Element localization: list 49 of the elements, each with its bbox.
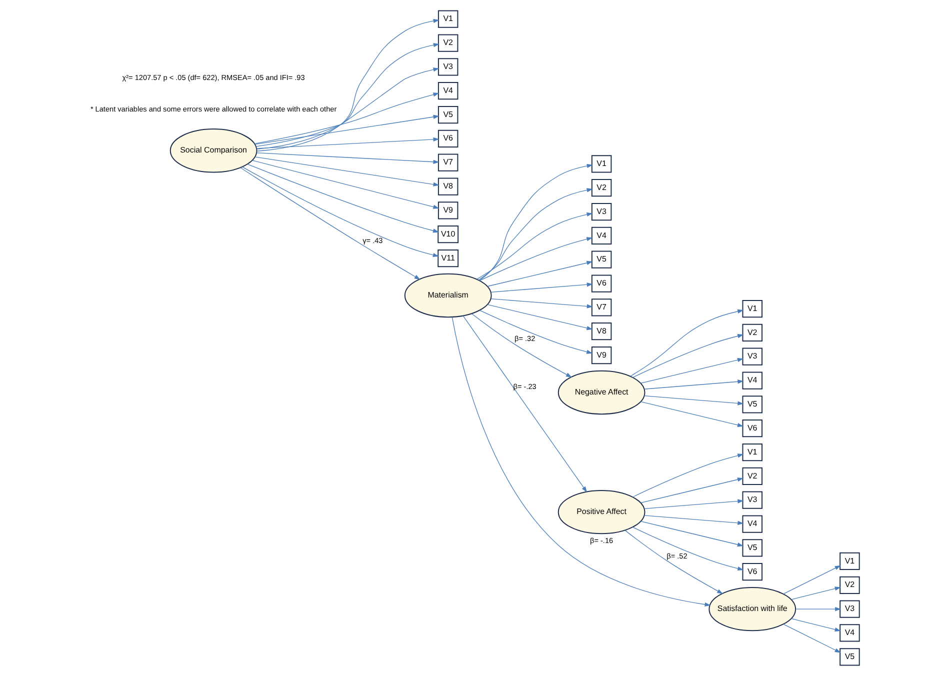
arrow <box>640 401 744 428</box>
label: * Latent variables and some errors were allowed to correlate with each other <box>90 104 337 114</box>
arrow <box>490 298 593 308</box>
arrow <box>640 358 744 384</box>
arrow <box>783 624 841 653</box>
arrow <box>632 454 744 498</box>
arrow <box>462 316 588 492</box>
arrow <box>256 43 440 150</box>
arrow <box>247 164 440 233</box>
arrow <box>640 520 744 547</box>
arrow <box>487 304 593 330</box>
arrow <box>487 260 593 287</box>
arrow <box>478 188 593 280</box>
arrow <box>490 282 593 292</box>
edge-label: β= -.23 <box>513 382 536 392</box>
arrow <box>644 380 744 390</box>
arrow <box>632 334 744 378</box>
arrow <box>256 137 440 149</box>
edge-label: β= .52 <box>666 551 688 560</box>
arrow <box>644 499 744 510</box>
arrow <box>471 313 572 378</box>
arrow <box>478 164 593 281</box>
arrow <box>624 530 724 594</box>
arrow <box>254 92 440 144</box>
arrow <box>795 606 842 612</box>
edge-label: γ= .43 <box>362 236 383 245</box>
arrow <box>240 167 420 280</box>
label: χ²= 1207.57 p < .05 (df= 622), RMSEA= .05 and IFI= .93 <box>122 73 305 82</box>
arrow <box>256 18 440 152</box>
arrow <box>242 166 439 258</box>
arrow <box>254 114 440 145</box>
arrow <box>452 316 711 607</box>
arrow <box>479 310 593 354</box>
arrow <box>254 156 440 186</box>
arrow <box>783 565 841 594</box>
arrow <box>640 478 744 504</box>
arrow <box>644 515 744 525</box>
arrow <box>256 152 440 164</box>
edge-label: β= .32 <box>514 334 536 344</box>
edge-label: β= -.16 <box>590 536 614 546</box>
arrow <box>479 237 593 281</box>
arrow <box>252 160 440 209</box>
arrow <box>790 586 841 600</box>
arrow <box>644 396 744 406</box>
arrow <box>256 68 440 147</box>
arrow <box>632 526 744 571</box>
arrow <box>790 618 841 632</box>
arrow <box>630 309 744 377</box>
arrow <box>476 212 593 280</box>
